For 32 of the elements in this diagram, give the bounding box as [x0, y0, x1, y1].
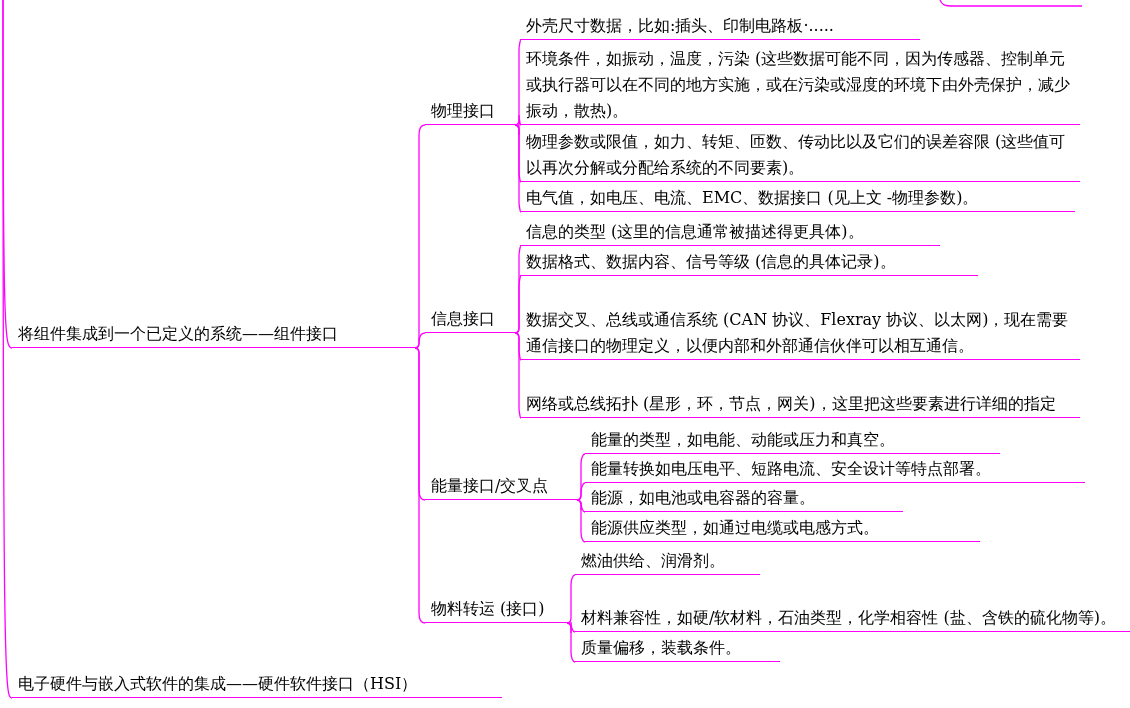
- topic-label: 物料转运 (接口): [425, 595, 567, 623]
- topic-label: 物理参数或限值，如力、转矩、匝数、传动比以及它们的误差容限 (这些值可以再次分解或分配给系统的不同要素)。: [520, 128, 1080, 182]
- branch-line: [514, 332, 521, 419]
- branch-line: [514, 39, 521, 126]
- topic-label: 质量偏移，装载条件。: [575, 634, 780, 662]
- branch-line: [2, 0, 13, 699]
- topic-label: 将组件集成到一个已定义的系统——组件接口: [12, 320, 415, 348]
- topic-label: 燃油供给、润滑剂。: [575, 547, 760, 575]
- topic-label: 电子硬件与嵌入式软件的集成——硬件软件接口（HSI）: [12, 670, 502, 698]
- branch-line: [514, 124, 521, 213]
- topic-label: 物理接口: [425, 97, 515, 125]
- topic-label: 能量的类型，如电能、动能或压力和真空。: [585, 426, 1000, 454]
- topic-label: 能源供应类型，如通过电缆或电感方式。: [585, 514, 980, 542]
- topic-label: 材料兼容性，如硬/软材料，石油类型，化学相容性 (盐、含铁的硫化物等)。: [575, 578, 1130, 632]
- branch-line: [566, 622, 576, 663]
- topic-label: 电气值，如电压、电流、EMC、数据接口 (见上文 -物理参数)。: [520, 184, 1075, 212]
- topic-label: 能源，如电池或电容器的容量。: [585, 484, 903, 512]
- topic-label: 网络或总线拓扑 (星形，环，节点，网关)，这里把这些要素进行详细的指定: [520, 364, 1080, 418]
- branch-line: [566, 574, 576, 624]
- topic-label: 能量接口/交叉点: [425, 472, 577, 500]
- topic-label: 信息的类型 (这里的信息通常被描述得更具体)。: [520, 218, 940, 246]
- topic-label: 信息接口: [425, 305, 515, 333]
- topic-label: 能量转换如电压电平、短路电流、安全设计等特点部署。: [585, 455, 1085, 483]
- branch-line: [576, 499, 586, 543]
- branch-line: [514, 275, 521, 334]
- topic-label: 数据交叉、总线或通信系统 (CAN 协议、Flexray 协议、以太网)，现在需要通信接口的物理定义，以便内部和外部通信伙伴可以相互通信。: [520, 278, 1080, 360]
- branch-line: [414, 347, 426, 624]
- branch-line: [576, 482, 586, 501]
- topic-label: 环境条件，如振动，温度，污染 (这些数据可能不同，因为传感器、控制单元或执行器可以在不同的地方实施，或在污染或湿度的环境下由外壳保护，减少振动，散热)。: [520, 43, 1080, 125]
- branch-line: [414, 332, 426, 349]
- topic-label: 外壳尺寸数据，比如:插头、印制电路板·.....: [520, 12, 920, 40]
- topic-label: 数据格式、数据内容、信号等级 (信息的具体记录)。: [520, 248, 978, 276]
